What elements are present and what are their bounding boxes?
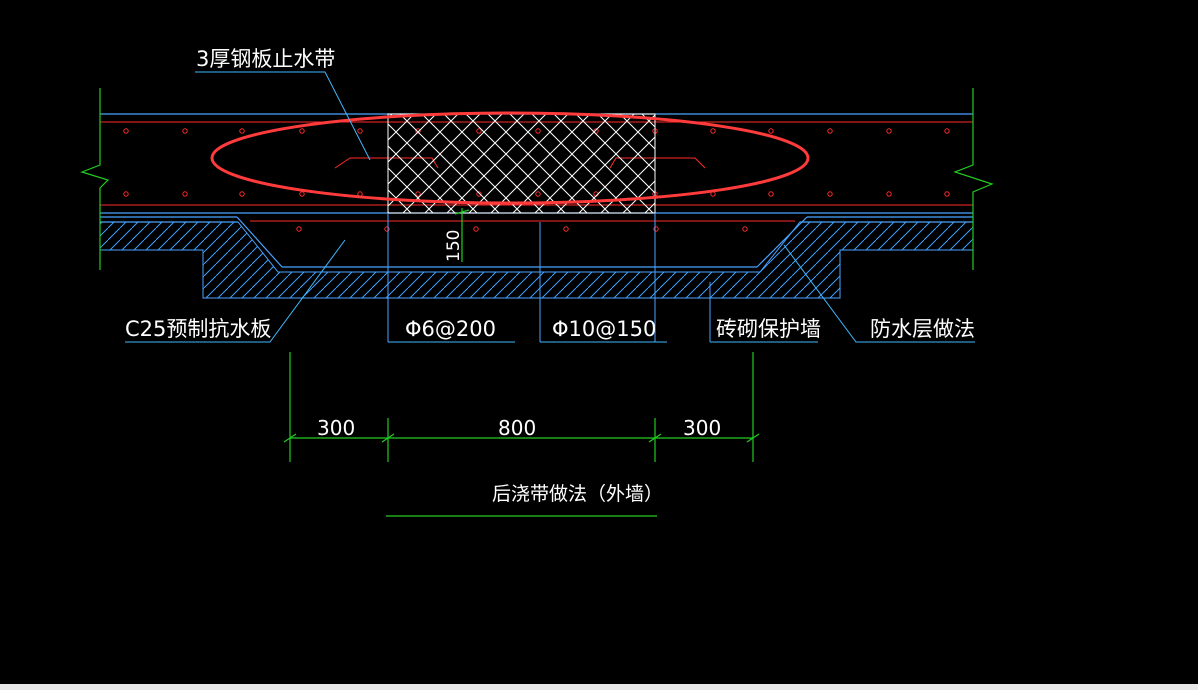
- rebar-dot: [239, 128, 245, 134]
- dimension-chain: [283, 352, 760, 462]
- thickness-label: 150: [444, 230, 464, 262]
- status-bar: [0, 684, 1198, 690]
- rebar-small-label: Φ6@200: [405, 317, 496, 341]
- rebar-dot: [768, 128, 774, 134]
- rebar-dot: [182, 128, 188, 134]
- thickness-dimension: [454, 208, 470, 262]
- rebar-dot: [299, 191, 305, 197]
- waterproof-hatch: [99, 221, 974, 299]
- rebar-dot: [384, 226, 390, 232]
- precast-board-label: C25预制抗水板: [125, 317, 271, 341]
- rebar-dot: [886, 191, 892, 197]
- rebar-dot: [827, 128, 833, 134]
- leader-lines: [125, 71, 975, 343]
- dimension-right: 300: [683, 416, 721, 440]
- rebar-dot: [473, 226, 479, 232]
- rebar-dot: [123, 191, 129, 197]
- rebar-dot: [357, 128, 363, 134]
- rebar-dot: [563, 226, 569, 232]
- dimension-left: 300: [317, 416, 355, 440]
- rebar-large-label: Φ10@150: [552, 317, 656, 341]
- break-lines: [80, 88, 994, 270]
- rebar-dot: [296, 226, 302, 232]
- rebar-dot: [886, 128, 892, 134]
- rebar-dot: [653, 226, 659, 232]
- dimension-middle: 800: [498, 416, 536, 440]
- rebar-dot: [944, 128, 950, 134]
- post-pour-strip: [387, 113, 656, 214]
- rebar-dot: [742, 226, 748, 232]
- brick-wall-label: 砖砌保护墙: [716, 317, 821, 341]
- rebar-dot: [768, 191, 774, 197]
- rebar-dot: [827, 191, 833, 197]
- rebar-dot: [710, 128, 716, 134]
- rebar-dot: [299, 128, 305, 134]
- rebar-dot: [123, 128, 129, 134]
- waterstop-label: 3厚钢板止水带: [196, 47, 335, 71]
- highlight-ellipse: [210, 111, 810, 205]
- drawing-title: 后浇带做法（外墙）: [492, 483, 663, 505]
- waterproof-label: 防水层做法: [870, 317, 975, 341]
- rebar-dot: [239, 191, 245, 197]
- reference-lines: [387, 213, 711, 342]
- rebar-dot: [182, 191, 188, 197]
- rebar-dot: [944, 191, 950, 197]
